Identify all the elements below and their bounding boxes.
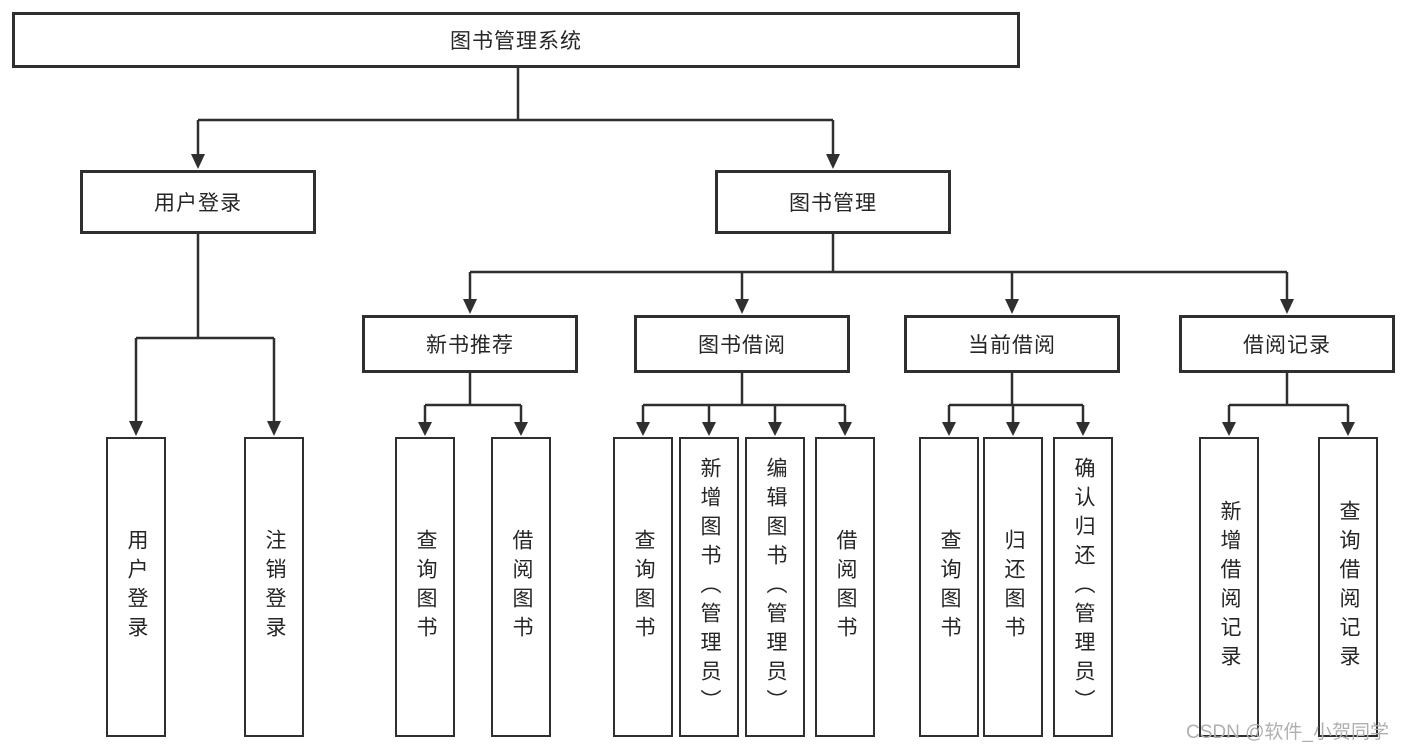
leaf-label: 借阅图书 [834,529,857,645]
leaf-label: 确认归还（管理员） [1072,456,1095,718]
leaf-label: 新增借阅记录 [1218,500,1241,674]
node-label: 当前借阅 [968,334,1056,357]
node-label: 图书借阅 [698,334,786,357]
leaf-label: 查询图书 [632,529,655,645]
node-label: 借阅记录 [1243,334,1331,357]
node-label: 新书推荐 [426,334,514,357]
node-library-management-system: 图书管理系统 [12,12,1020,68]
leaf-query-books-recommend: 查询图书 [395,437,455,737]
leaf-borrow-books: 借阅图书 [815,437,875,737]
leaf-return-books: 归还图书 [983,437,1043,737]
node-label: 图书管理系统 [450,30,582,53]
node-new-book-recommendation: 新书推荐 [362,315,578,373]
leaf-label: 借阅图书 [510,529,533,645]
leaf-label: 注销登录 [263,529,286,645]
leaf-label: 新增图书（管理员） [698,456,721,718]
node-label: 图书管理 [789,192,877,215]
node-book-borrowing: 图书借阅 [634,315,850,373]
leaf-label: 查询图书 [414,529,437,645]
leaf-borrow-books-recommend: 借阅图书 [491,437,551,737]
leaf-add-books-admin: 新增图书（管理员） [679,437,739,737]
csdn-watermark: CSDN @软件_小贺同学 [1186,722,1389,743]
leaf-query-books-borrow: 查询图书 [613,437,673,737]
leaf-edit-books-admin: 编辑图书（管理员） [745,437,805,737]
leaf-confirm-return-admin: 确认归还（管理员） [1053,437,1113,737]
leaf-add-borrow-record: 新增借阅记录 [1199,437,1259,737]
node-borrowing-records: 借阅记录 [1179,315,1395,373]
node-book-management: 图书管理 [715,170,951,234]
node-current-borrowing: 当前借阅 [904,315,1120,373]
node-label: 用户登录 [154,192,242,215]
leaf-label: 用户登录 [125,529,148,645]
leaf-query-books-current: 查询图书 [919,437,979,737]
leaf-label: 查询图书 [938,529,961,645]
leaf-query-borrow-record: 查询借阅记录 [1318,437,1378,737]
node-user-login: 用户登录 [80,170,316,234]
leaf-label: 编辑图书（管理员） [764,456,787,718]
leaf-logout: 注销登录 [244,437,304,737]
leaf-user-login: 用户登录 [106,437,166,737]
leaf-label: 归还图书 [1002,529,1025,645]
leaf-label: 查询借阅记录 [1337,500,1360,674]
